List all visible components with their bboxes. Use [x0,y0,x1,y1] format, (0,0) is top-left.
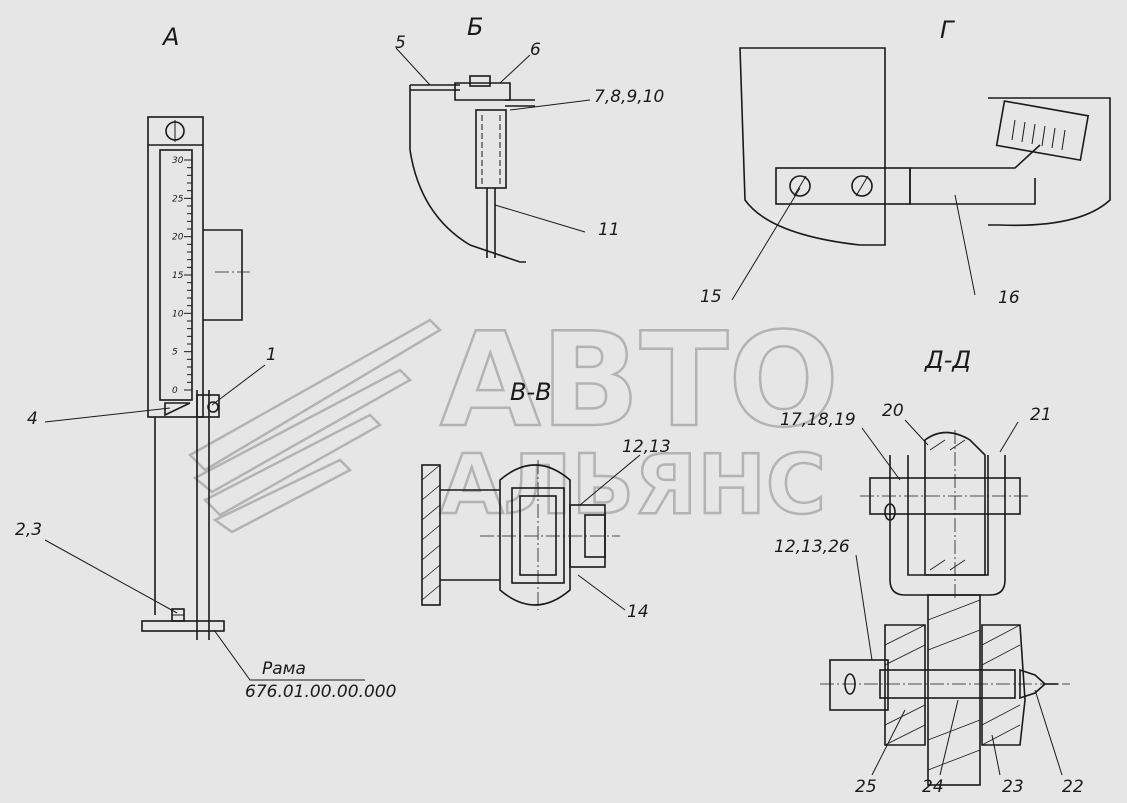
view-a-title: А [161,23,179,51]
callout-17-19: 17,18,19 [780,410,856,430]
view-b-title: Б [467,13,483,41]
view-vv-title: В-В [510,378,552,406]
callout-25: 25 [855,777,877,797]
view-b: Б 5 6 7,8,9,10 11 [395,13,664,263]
callout-15: 15 [700,287,722,307]
scale-label: 20 [172,233,184,243]
sensor-tag [995,100,1090,162]
hub-nut [829,659,889,711]
callout-21: 21 [1030,405,1052,425]
scale-label: 25 [172,194,184,204]
view-g: Г 15 16 [700,16,1111,308]
callout-2-3: 2,3 [15,520,42,540]
callout-1: 1 [266,345,277,365]
scale-label: 10 [172,309,184,319]
adjust-bolt-icon [207,401,219,413]
watermark-wings [187,318,443,534]
frame-code: 676.01.00.00.000 [245,682,396,702]
scale-label: 15 [172,271,184,281]
callout-11: 11 [598,220,620,240]
grease-nipple [1019,668,1047,700]
screw-icon [789,175,811,197]
lever-stem [927,594,981,786]
screw-icon [851,175,873,197]
gauge-ruler-body [147,116,204,418]
callout-12-13: 12,13 [622,437,671,457]
scale-label: 5 [172,348,178,358]
bearing-housing [499,464,571,606]
watermark-line-1: АВТО [440,304,839,456]
callout-23: 23 [1002,777,1024,797]
linkage-plate [775,167,911,205]
view-dd: Д-Д [774,346,1084,797]
callout-22: 22 [1062,777,1084,797]
callout-12-13-26: 12,13,26 [774,537,850,557]
gauge-scale: 30 25 20 15 10 5 0 [172,156,192,396]
scale-label: 0 [172,386,178,396]
watermark-logo: АВТО АЛЬЯНС [187,303,840,534]
watermark-line-2: АЛЬЯНС [440,438,826,533]
wall-section [421,464,441,606]
callout-5: 5 [395,33,406,53]
scale-label: 30 [172,156,184,166]
sensor-housing [475,109,507,189]
callout-20: 20 [882,401,904,421]
view-dd-title: Д-Д [924,346,971,374]
callout-14: 14 [627,602,649,622]
view-g-title: Г [940,16,955,44]
callout-7-10: 7,8,9,10 [594,87,664,107]
gauge-pointer [164,402,191,417]
callout-24: 24 [922,777,944,797]
view-vv: В-В 12,13 14 [421,378,671,622]
frame-label: Рама [262,659,306,679]
callout-4: 4 [27,409,38,429]
base-plate [141,620,225,632]
view-a: А 30 25 20 15 10 5 0 1 4 2,3 Рама 676.01.00.00… [15,23,396,702]
callout-6: 6 [530,40,541,60]
callout-16: 16 [998,288,1020,308]
